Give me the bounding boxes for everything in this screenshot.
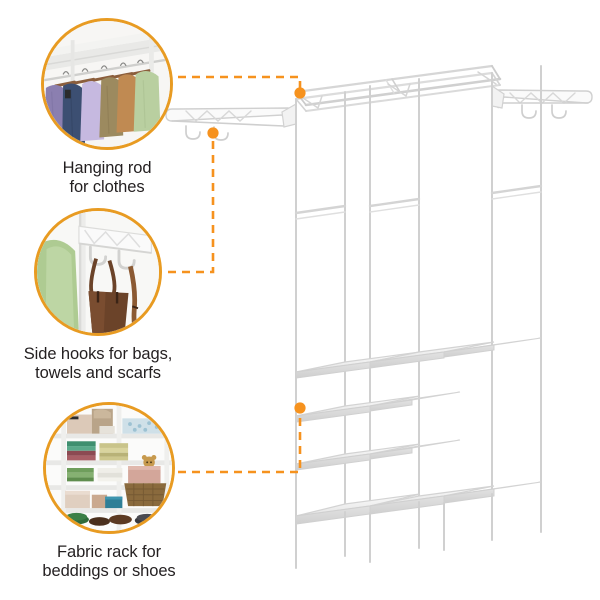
callout-side-hooks: Side hooks for bags, towels and scarfs (3, 208, 193, 383)
callout-dot-hanging-rod (294, 87, 306, 99)
callout-dot-fabric-rack (294, 402, 306, 414)
connector-line-fabric-rack (150, 411, 302, 474)
callout-label-side-hooks: Side hooks for bags, towels and scarfs (23, 345, 173, 383)
fabric-shelf-rack-photo (43, 402, 175, 534)
side-hooks-with-bag-photo (34, 208, 162, 336)
connector-line-hanging-rod (150, 75, 302, 90)
callout-label-hanging-rod: Hanging rod for clothes (62, 159, 152, 197)
callout-label-fabric-rack: Fabric rack for beddings or shoes (42, 543, 176, 581)
callout-dot-side-hooks (207, 127, 219, 139)
callout-fabric-rack: Fabric rack for beddings or shoes (14, 402, 204, 581)
connector-line-side-hooks (140, 136, 215, 274)
clothes-on-hanging-rod-photo (41, 18, 173, 150)
callout-hanging-rod: Hanging rod for clothes (12, 18, 202, 197)
